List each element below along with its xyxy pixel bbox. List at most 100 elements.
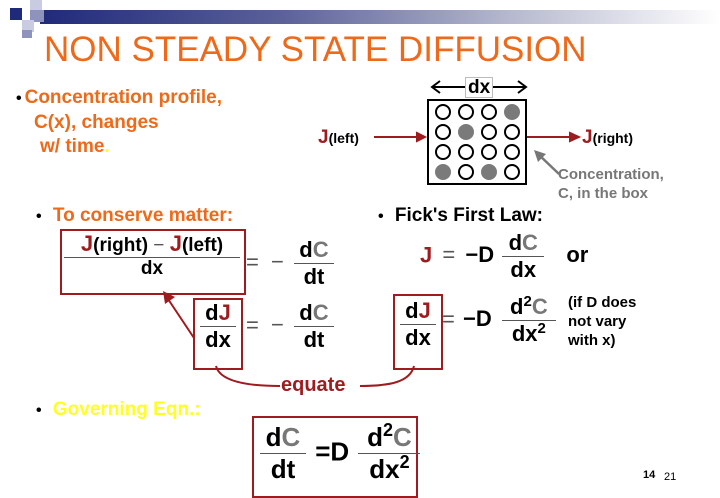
or-label: or <box>566 242 589 268</box>
empty-site-icon <box>481 124 497 140</box>
flux-subscript: (right) <box>93 235 149 256</box>
denominator: dt <box>293 326 334 353</box>
concentration-caption: Concentration, C, in the box <box>558 165 664 203</box>
empty-site-icon <box>504 124 520 140</box>
flux-symbol: J <box>80 231 94 256</box>
flux-subscript: (left) <box>181 235 224 256</box>
equals-sign: = <box>315 436 331 467</box>
d2c-dx2-fraction: d2C dx2 <box>358 420 421 485</box>
flux-subscript: (right) <box>592 130 634 146</box>
bullet-line: Concentration profile, <box>24 87 223 108</box>
conservation-equation-1: J(right) − J(left) dx <box>64 231 240 280</box>
denominator: dx <box>369 454 400 484</box>
d-symbol: d <box>508 230 523 255</box>
c-symbol: C <box>312 300 329 325</box>
total-slides: 21 <box>664 471 677 483</box>
empty-site-icon <box>435 124 451 140</box>
decor-square <box>10 8 22 20</box>
flux-symbol: J <box>418 298 431 323</box>
link-arrow-icon <box>163 291 195 339</box>
empty-site-icon <box>504 164 520 180</box>
denominator: dt <box>293 263 334 290</box>
conservation-equation-2: dJ dx <box>200 300 236 353</box>
dj-dx-fraction: dJ dx <box>200 300 236 353</box>
filled-particle-icon <box>504 104 520 120</box>
c-symbol: C <box>522 230 538 255</box>
equate-label: equate <box>281 374 346 396</box>
slide-title: NON STEADY STATE DIFFUSION <box>44 30 587 69</box>
bullet-dot: • <box>16 90 22 107</box>
dc-dt-fraction: dC dt <box>293 300 334 353</box>
bullet-line: C(x), changes <box>34 112 159 133</box>
concentration-box <box>427 99 527 185</box>
bullet-label: Governing Eqn.: <box>52 399 201 420</box>
denominator: dx <box>400 324 436 351</box>
note-line: with x) <box>568 332 616 349</box>
arrow-right-icon <box>374 131 428 143</box>
constant-d-note: (if D does not vary with x) <box>568 293 636 350</box>
arrow-right-icon <box>527 131 582 143</box>
j-right-label: J(right) <box>582 127 633 149</box>
dj-dx-fraction: dJ dx <box>400 298 436 351</box>
d-symbol: d <box>265 422 282 452</box>
bullet-label: Fick's First Law: <box>394 205 544 226</box>
dc-dx-fraction: dC dx <box>502 230 545 283</box>
flux-symbol: J <box>218 300 231 325</box>
denominator: dx <box>64 257 240 280</box>
exponent: 2 <box>382 420 393 440</box>
caption-line: C, in the box <box>558 185 648 202</box>
dx-label: dx <box>465 77 494 98</box>
flux-subscript: (left) <box>328 130 359 146</box>
bullet-concentration: •Concentration profile, C(x), changes w/… <box>16 86 222 159</box>
flux-fraction: J(right) − J(left) dx <box>64 231 240 280</box>
d-symbol: d <box>405 298 419 323</box>
d-symbol: d <box>299 300 313 325</box>
empty-site-icon <box>458 144 474 160</box>
fick-first-law-equation: J = −D dC dx or <box>420 230 588 283</box>
bullet-label: To conserve matter: <box>52 205 234 226</box>
decor-square <box>30 0 42 12</box>
c-symbol: C <box>531 294 548 319</box>
note-line: not vary <box>568 313 627 330</box>
d-symbol: d <box>205 300 219 325</box>
filled-particle-icon <box>435 164 451 180</box>
dj-dx-box-right <box>393 294 443 370</box>
dc-dt-fraction: dC dt <box>260 422 306 485</box>
equate-connector-curve <box>215 365 415 387</box>
neg-diffusivity: −D <box>465 242 495 268</box>
c-symbol: C <box>312 237 329 262</box>
denominator: dx <box>502 256 545 283</box>
flux-difference-box <box>60 229 246 295</box>
bullet-fick: • Fick's First Law: <box>378 204 543 229</box>
bullet-line: w/ time <box>40 136 105 157</box>
empty-site-icon <box>435 144 451 160</box>
bullet-conserve: • To conserve matter: <box>36 204 233 229</box>
empty-site-icon <box>481 104 497 120</box>
minus-sign: − <box>270 249 284 275</box>
d-symbol: d <box>510 294 524 319</box>
bullet-dot: • <box>36 208 42 225</box>
governing-equation: dC dt =D d2C dx2 <box>260 420 421 485</box>
dc-dt-fraction: dC dt <box>293 237 334 290</box>
equals-sign: = <box>246 249 259 275</box>
fick-second-equation-rhs: = −D d2C dx2 <box>442 294 556 347</box>
dx-dimension: dx <box>430 77 528 98</box>
caption-line: Concentration, <box>558 166 664 183</box>
d-symbol: d <box>299 237 313 262</box>
exponent: 2 <box>523 293 532 310</box>
governing-equation-box <box>252 416 418 498</box>
decor-square <box>30 10 44 22</box>
empty-site-icon <box>458 104 474 120</box>
denominator: dx <box>511 321 538 346</box>
flux-symbol: J <box>169 231 182 256</box>
conservation-rhs-1: = − dC dt <box>246 237 334 290</box>
denominator: dt <box>260 453 306 485</box>
decor-square <box>22 20 34 32</box>
header-gradient-bar <box>40 10 720 24</box>
diffusivity-symbol: D <box>330 436 350 467</box>
equals-sign: = <box>442 306 455 332</box>
denominator: dx <box>200 326 236 353</box>
filled-particle-icon <box>458 124 474 140</box>
equals-sign: = <box>246 312 259 338</box>
neg-diffusivity: −D <box>462 306 492 332</box>
